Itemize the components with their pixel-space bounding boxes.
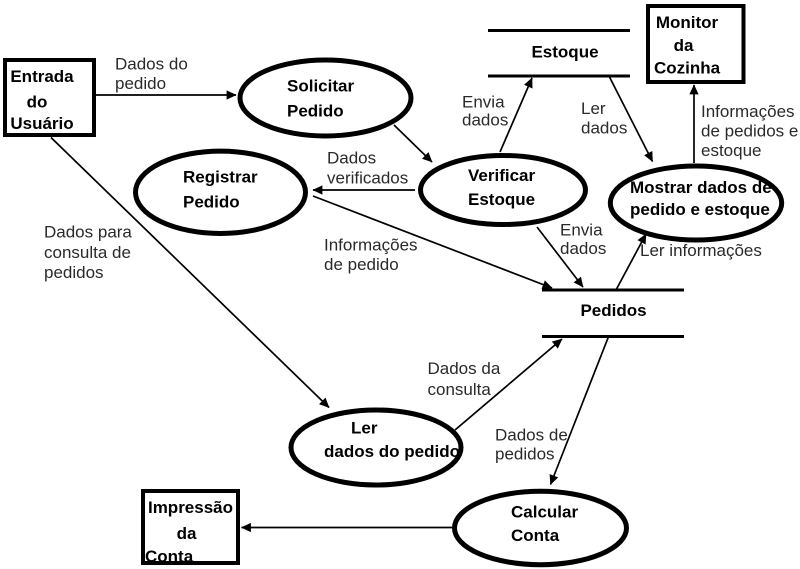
svg-text:do: do: [27, 93, 48, 112]
svg-text:Registrar: Registrar: [183, 167, 258, 186]
svg-text:Informações: Informações: [324, 235, 418, 254]
svg-text:da: da: [674, 36, 694, 55]
svg-text:de pedidos e: de pedidos e: [701, 122, 798, 141]
svg-text:Dados de: Dados de: [495, 426, 568, 445]
svg-text:Conta: Conta: [145, 547, 194, 566]
svg-text:Ler informações: Ler informações: [640, 241, 762, 260]
svg-text:Mostrar dados de: Mostrar dados de: [630, 178, 772, 197]
svg-text:pedidos: pedidos: [495, 445, 555, 464]
svg-text:Entrada: Entrada: [10, 67, 74, 86]
svg-text:pedido: pedido: [115, 74, 166, 93]
svg-text:estoque: estoque: [701, 141, 762, 160]
svg-text:de pedido: de pedido: [324, 255, 399, 274]
svg-text:Dados: Dados: [327, 149, 376, 168]
svg-text:dados: dados: [560, 239, 606, 258]
svg-text:Informações: Informações: [701, 102, 795, 121]
svg-text:Usuário: Usuário: [10, 114, 73, 133]
svg-text:Dados do: Dados do: [115, 55, 188, 74]
svg-text:Pedido: Pedido: [183, 193, 240, 212]
svg-text:Conta: Conta: [511, 526, 560, 545]
svg-text:dados: dados: [581, 119, 627, 138]
svg-text:pedidos: pedidos: [44, 263, 104, 282]
svg-text:Estoque: Estoque: [531, 42, 598, 61]
svg-text:dados do pedido: dados do pedido: [324, 442, 460, 461]
svg-text:verificados: verificados: [327, 169, 408, 188]
svg-text:dados: dados: [462, 111, 508, 130]
svg-text:Cozinha: Cozinha: [654, 59, 721, 78]
svg-text:da: da: [177, 524, 197, 543]
svg-text:Estoque: Estoque: [468, 190, 535, 209]
svg-text:consulta: consulta: [428, 380, 492, 399]
svg-text:Solicitar: Solicitar: [287, 77, 354, 96]
svg-text:Impressão: Impressão: [148, 498, 233, 517]
svg-text:Dados da: Dados da: [428, 359, 501, 378]
svg-text:consulta de: consulta de: [44, 243, 131, 262]
svg-text:Pedido: Pedido: [287, 102, 344, 121]
svg-text:Ler: Ler: [581, 99, 606, 118]
svg-text:Monitor: Monitor: [656, 13, 719, 32]
svg-text:Ler: Ler: [351, 419, 378, 438]
svg-text:Calcular: Calcular: [511, 503, 578, 522]
svg-text:Dados para: Dados para: [44, 223, 132, 242]
svg-text:Envia: Envia: [462, 92, 505, 111]
svg-text:Pedidos: Pedidos: [580, 301, 646, 320]
svg-text:Envia: Envia: [560, 221, 603, 240]
svg-text:Verificar: Verificar: [468, 166, 535, 185]
svg-text:pedido e estoque: pedido e estoque: [630, 200, 770, 219]
